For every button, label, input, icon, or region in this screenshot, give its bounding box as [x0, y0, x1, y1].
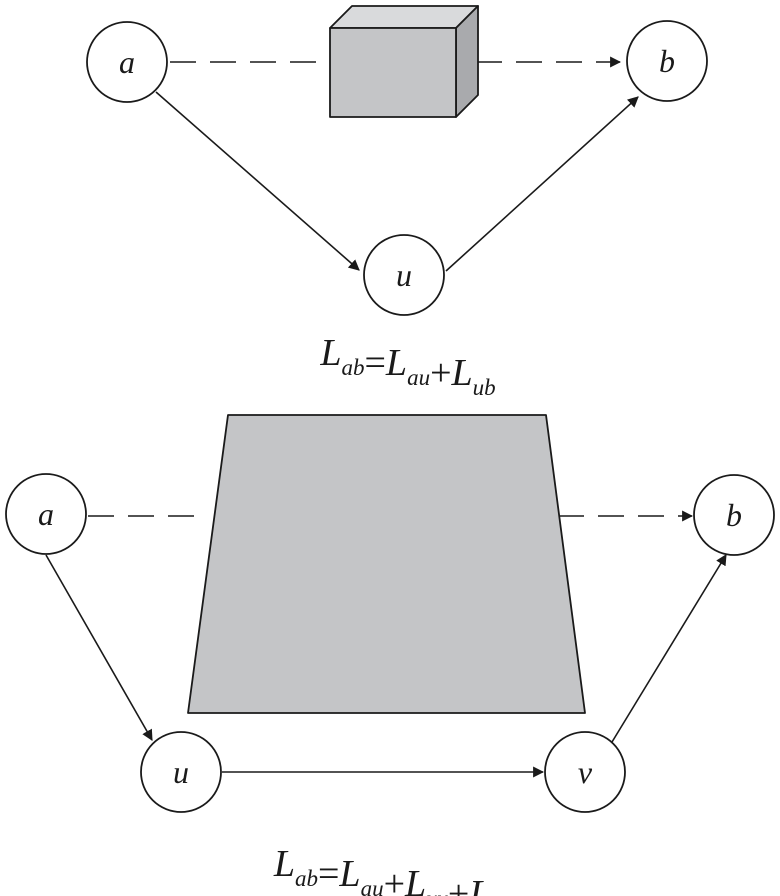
bottom-formula-subscript: uv	[426, 886, 449, 896]
top-formula-operator: =	[364, 342, 385, 384]
top-edge-u-b	[445, 96, 639, 272]
bottom-formula-operator: +	[384, 863, 405, 896]
top-node-b-label: b	[659, 43, 675, 79]
top-node-u: u	[363, 234, 445, 316]
bottom-path-length-formula: Lab=Lau+Luv+Lvb	[273, 843, 512, 896]
bottom-node-u: u	[140, 731, 222, 813]
bottom-formula-variable: L	[468, 873, 490, 896]
top-formula-subscript: ab	[341, 355, 364, 380]
bottom-formula-subscript: ab	[295, 866, 318, 891]
bottom-formula-subscript: au	[361, 876, 384, 896]
top-formula-variable: L	[319, 332, 341, 374]
top-formula-subscript: au	[407, 365, 430, 390]
top-formula-operator: +	[430, 352, 451, 394]
bottom-formula-operator: +	[448, 873, 469, 896]
bottom-node-a-label: a	[38, 496, 54, 532]
bottom-edge-v-b	[611, 554, 727, 743]
bottom-node-b: b	[693, 474, 775, 556]
bottom-formula-operator: =	[318, 853, 339, 895]
bottom-node-u-label: u	[173, 754, 189, 790]
top-diagram: a b u Lab=Lau+Lub	[86, 5, 708, 400]
top-node-a-label: a	[119, 44, 135, 80]
top-path-length-formula: Lab=Lau+Lub	[319, 332, 495, 400]
bottom-node-v: v	[544, 731, 626, 813]
bottom-edge-a-u	[45, 554, 153, 741]
bottom-formula-variable: L	[273, 843, 295, 885]
top-formula-variable: L	[385, 342, 407, 384]
top-obstacle-box	[329, 5, 479, 118]
top-node-b: b	[626, 20, 708, 102]
top-formula-subscript: ub	[473, 375, 496, 400]
bottom-node-a: a	[5, 473, 87, 555]
top-node-a: a	[86, 21, 168, 103]
bottom-obstacle-trapezoid	[187, 414, 586, 714]
bottom-formula-variable: L	[338, 853, 360, 895]
bottom-formula-variable: L	[404, 863, 426, 896]
bottom-diagram: a b u v Lab=Lau+Luv+Lvb	[5, 414, 775, 896]
top-edge-a-u	[155, 91, 360, 271]
top-formula-variable: L	[451, 352, 473, 394]
top-node-u-label: u	[396, 257, 412, 293]
bottom-node-b-label: b	[726, 497, 742, 533]
bottom-node-v-label: v	[578, 754, 593, 790]
